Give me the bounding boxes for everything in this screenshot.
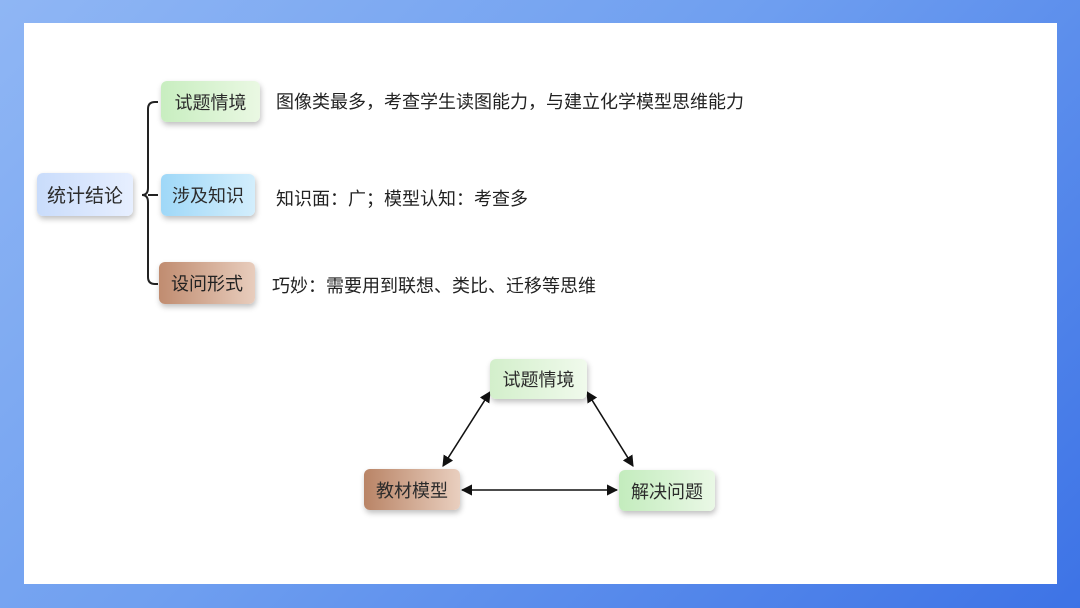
branch-text-scenario: 图像类最多，考查学生读图能力，与建立化学模型思维能力 [276, 92, 744, 113]
branch-text-knowledge: 知识面：广；模型认知：考查多 [276, 189, 528, 210]
arrow-top-right [586, 391, 634, 467]
diagram-connectors [141, 101, 634, 496]
branch-node-knowledge: 涉及知识 [161, 174, 255, 216]
triangle-node-top: 试题情境 [490, 359, 587, 399]
slide-panel: 统计结论 试题情境 图像类最多，考查学生读图能力，与建立化学模型思维能力 涉及知… [24, 23, 1057, 584]
branch-text-question-form: 巧妙：需要用到联想、类比、迁移等思维 [272, 276, 596, 297]
mindmap-brace [141, 101, 158, 285]
branch-node-question-form: 设问形式 [159, 262, 255, 304]
branch-node-scenario: 试题情境 [161, 81, 260, 122]
arrow-top-left [442, 391, 491, 467]
triangle-node-right: 解决问题 [619, 470, 715, 511]
mindmap-root-node: 统计结论 [37, 173, 133, 216]
triangle-node-left: 教材模型 [364, 469, 460, 510]
